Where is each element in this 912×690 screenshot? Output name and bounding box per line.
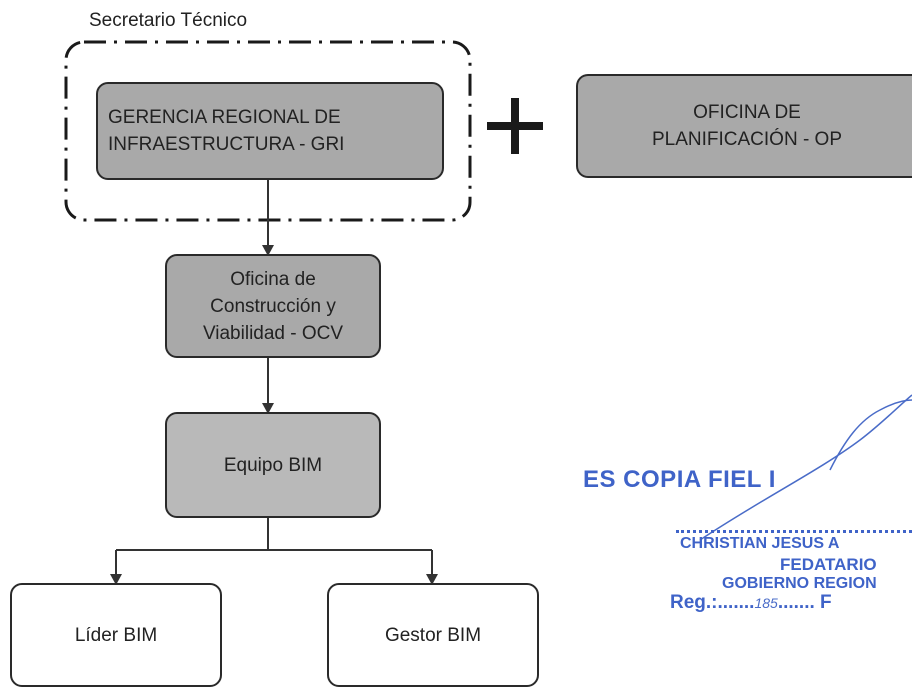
node-gri: GERENCIA REGIONAL DE INFRAESTRUCTURA - G… (96, 82, 444, 180)
stamp-reg-number: 185 (754, 595, 778, 611)
node-ocv: Oficina de Construcción y Viabilidad - O… (165, 254, 381, 358)
signature-scribble (699, 394, 912, 541)
arrow-ocv-equipo (262, 403, 274, 414)
node-op: OFICINA DE PLANIFICACIÓN - OP (576, 74, 912, 178)
signature-scribble-2 (829, 399, 912, 471)
stamp-name: CHRISTIAN JESUS A (680, 535, 840, 552)
stamp-dotted-line (676, 530, 912, 533)
arrow-gestor (426, 574, 438, 585)
stamp-reg: Reg.:.......185....... F (670, 592, 832, 614)
plus-icon (484, 95, 546, 157)
stamp-title: ES COPIA FIEL I (583, 466, 776, 493)
stamp-reg-suffix: F (820, 592, 832, 613)
arrow-gri-ocv (262, 245, 274, 256)
stamp-role: FEDATARIO (780, 555, 877, 574)
stamp-reg-dots-right: ....... (777, 592, 821, 613)
arrow-lider (110, 574, 122, 585)
secretary-label: Secretario Técnico (89, 10, 248, 31)
stamp-org: GOBIERNO REGION (722, 575, 877, 592)
node-gestor-bim: Gestor BIM (327, 583, 539, 687)
stamp-reg-dots-left: ....... (717, 592, 755, 613)
node-equipo-bim: Equipo BIM (165, 412, 381, 518)
stamp-reg-prefix: Reg.: (670, 592, 718, 613)
node-lider-bim: Líder BIM (10, 583, 222, 687)
